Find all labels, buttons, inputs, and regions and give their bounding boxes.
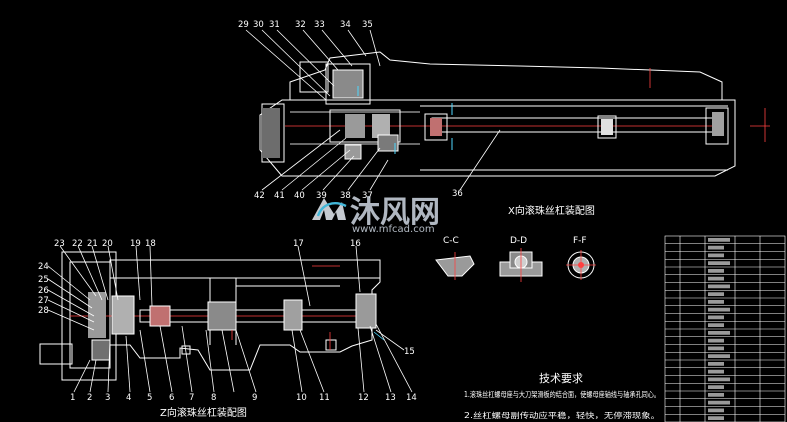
section-label-cc: C-C [443,236,459,246]
bom-cell-fill [708,245,724,250]
tech-requirement-item: 1.滚珠丝杠螺母座与大刀架滑板的结合面，使螺母座轴线与轴承孔同心。 [464,389,660,399]
z-axis-part-numbers-top: 23 22 21 20 19 18 17 16 [54,239,361,249]
bom-cell-fill [708,261,730,265]
bom-cell-fill [708,284,730,289]
bom-cell-fill [708,369,724,374]
x-axis-part-numbers-bottom: 42 41 40 39 38 37 36 [254,189,463,201]
mfcad-logo-icon [312,198,347,220]
part-number: 16 [350,239,361,249]
part-number: 17 [293,239,304,249]
part-number: 32 [295,20,306,30]
watermark-text: 沐风网 [350,195,440,230]
bom-cell-fill [708,276,724,281]
part-number: 18 [145,239,156,249]
part-number: 29 [238,20,249,30]
bom-cell-fill [708,393,724,397]
bom-cell-fill [708,346,724,351]
bom-cell-fill [708,253,724,258]
x-axis-part-numbers-top: 29 30 31 32 33 34 35 [238,20,373,30]
x-axis-view-title: X向滚珠丝杠装配图 [508,204,595,217]
bom-cell-fill [708,362,724,366]
part-number: 9 [252,393,257,403]
bom-cell-fill [708,307,730,312]
x-axis-assembly-drawing [259,51,770,177]
part-number: 15 [404,347,415,357]
bom-cell-fill [708,416,724,420]
part-number: 38 [340,191,351,201]
section-label-dd: D-D [510,236,527,246]
bom-cell-fill [708,269,724,273]
part-number: 13 [385,393,396,403]
section-views: C-C D-D F-F [435,236,596,282]
x-axis-leader-lines [245,29,501,191]
bom-cell-fill [708,238,730,242]
bom-cell-fill [708,377,730,382]
z-axis-assembly-drawing [39,251,385,381]
bom-cell-fill [708,323,724,327]
bom-cell-fill [708,331,730,335]
part-number: 12 [358,393,369,403]
z-axis-part-numbers-bottom: 1 2 3 4 5 6 7 8 9 10 11 12 13 14 15 [70,347,417,403]
bom-cell-fill [708,338,724,343]
part-number: 40 [294,191,305,201]
part-number: 2 [87,393,92,403]
part-number: 1 [70,393,75,403]
bom-cell-fill [708,385,724,389]
part-number: 14 [406,393,417,403]
bom-cell-fill [708,408,724,413]
part-number: 23 [54,239,65,249]
z-axis-view-title: Z向滚珠丝杠装配图 [160,406,247,419]
part-number: 31 [269,20,280,30]
tech-requirement-item: 2.丝杠螺母副传动应平稳，轻快，无停滞现象。 [464,410,660,420]
part-number: 36 [452,189,463,199]
bom-cell-fill [708,354,730,358]
part-number: 41 [274,191,285,201]
part-number: 30 [253,20,264,30]
part-number: 42 [254,191,265,201]
part-number: 5 [147,393,152,403]
tech-requirements: 技术要求 1.滚珠丝杠螺母座与大刀架滑板的结合面，使螺母座轴线与轴承孔同心。 2… [464,372,660,420]
part-number: 3 [105,393,110,403]
bom-cell-fill [708,300,724,304]
part-number: 34 [340,20,351,30]
part-number: 8 [211,393,216,403]
part-number: 10 [296,393,307,403]
part-number: 28 [38,306,49,316]
bom-cell-fill [708,292,724,296]
section-label-ff: F-F [573,236,587,246]
part-number: 6 [169,393,174,403]
watermark: 沐风网 www.mfcad.com [312,195,440,235]
part-number: 22 [72,239,83,249]
part-number: 20 [102,239,113,249]
bill-of-materials-table [664,235,786,422]
z-axis-leader-lines [47,245,413,393]
part-number: 21 [87,239,98,249]
part-number: 33 [314,20,325,30]
tech-requirements-heading: 技术要求 [539,372,583,385]
part-number: 24 [38,262,49,272]
watermark-url: www.mfcad.com [352,224,435,235]
z-axis-part-numbers-side: 24 25 26 27 28 [38,262,49,316]
bom-cell-fill [708,400,730,405]
part-number: 25 [38,275,49,285]
part-number: 27 [38,296,49,306]
part-number: 11 [319,393,330,403]
part-number: 37 [362,191,373,201]
part-number: 35 [362,20,373,30]
part-number: 19 [130,239,141,249]
part-number: 4 [126,393,131,403]
part-number: 7 [189,393,194,403]
bom-cell-fill [708,315,724,320]
part-number: 26 [38,286,49,296]
part-number: 39 [316,191,327,201]
